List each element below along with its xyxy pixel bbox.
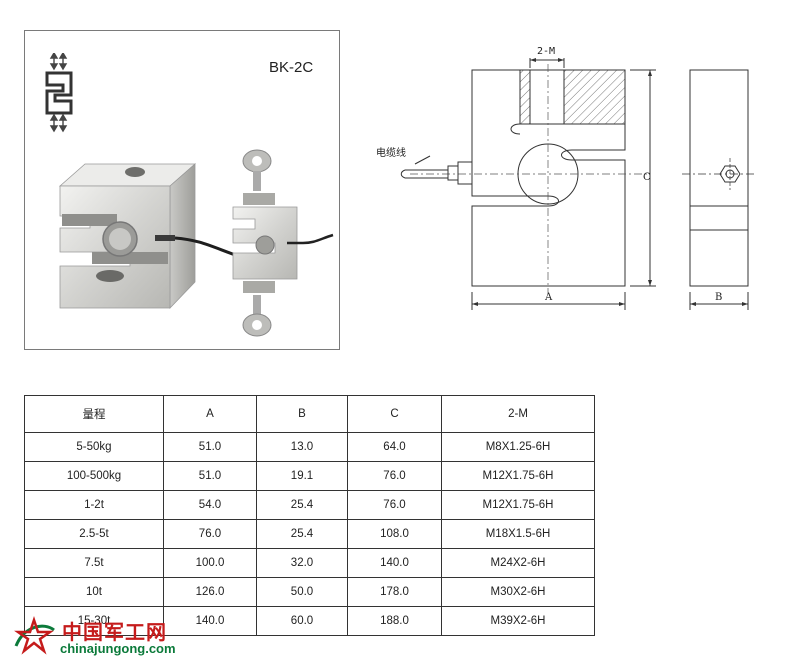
cell-c: 76.0: [347, 461, 442, 491]
cell-range: 10t: [24, 577, 164, 607]
cell-b: 25.4: [256, 490, 348, 520]
model-label: BK-2C: [269, 59, 314, 76]
cell-c: 64.0: [347, 432, 442, 462]
table-row: 2.5-5t 76.0 25.4 108.0 M18X1.5-6H: [24, 519, 595, 549]
load-cell-photo: [58, 163, 239, 309]
cell-a: 126.0: [163, 577, 257, 607]
thickness-dimension-label: B: [715, 292, 722, 303]
cell-range: 100-500kg: [24, 461, 164, 491]
site-watermark: 中国军工网 chinajungong.com: [10, 612, 180, 660]
thread-dimension-label: 2-M: [537, 46, 555, 57]
s-type-load-icon: [45, 53, 73, 133]
cell-b: 32.0: [256, 548, 348, 578]
cell-b: 60.0: [256, 606, 348, 636]
cell-thread: M12X1.75-6H: [441, 490, 595, 520]
table-row: 7.5t 100.0 32.0 140.0 M24X2-6H: [24, 548, 595, 578]
product-photo-panel: BK-2C: [24, 30, 340, 350]
cell-thread: M8X1.25-6H: [441, 432, 595, 462]
cell-a: 140.0: [163, 606, 257, 636]
cell-a: 100.0: [163, 548, 257, 578]
cell-b: 13.0: [256, 432, 348, 462]
width-dimension-label: A: [544, 292, 553, 303]
watermark-url: chinajungong.com: [60, 641, 176, 656]
cell-c: 188.0: [347, 606, 442, 636]
table-row: 5-50kg 51.0 13.0 64.0 M8X1.25-6H: [24, 432, 595, 462]
cell-a: 51.0: [163, 432, 257, 462]
cell-thread: M39X2-6H: [441, 606, 595, 636]
table-row: 15-30t 140.0 60.0 188.0 M39X2-6H: [24, 606, 595, 636]
height-dimension-label: C: [643, 172, 651, 183]
cell-thread: M12X1.75-6H: [441, 461, 595, 491]
cell-a: 76.0: [163, 519, 257, 549]
watermark-chinese-text: 中国军工网: [62, 620, 167, 644]
cell-c: 108.0: [347, 519, 442, 549]
cell-c: 76.0: [347, 490, 442, 520]
load-cell-with-rod-ends-photo: [232, 149, 334, 337]
spec-table: 量程 A B C 2-M 5-50kg 51.0 13.0 64.0 M8X1.…: [24, 395, 595, 636]
cell-b: 25.4: [256, 519, 348, 549]
header-thread: 2-M: [441, 395, 595, 433]
cell-range: 2.5-5t: [24, 519, 164, 549]
cell-range: 5-50kg: [24, 432, 164, 462]
table-row: 100-500kg 51.0 19.1 76.0 M12X1.75-6H: [24, 461, 595, 491]
header-range: 量程: [24, 395, 164, 433]
table-row: 1-2t 54.0 25.4 76.0 M12X1.75-6H: [24, 490, 595, 520]
cell-range: 7.5t: [24, 548, 164, 578]
table-row: 10t 126.0 50.0 178.0 M30X2-6H: [24, 577, 595, 607]
cell-thread: M18X1.5-6H: [441, 519, 595, 549]
header-c: C: [347, 395, 442, 433]
header-a: A: [163, 395, 257, 433]
cell-a: 54.0: [163, 490, 257, 520]
spec-header-row: 量程 A B C 2-M: [24, 395, 595, 433]
cell-b: 50.0: [256, 577, 348, 607]
cell-a: 51.0: [163, 461, 257, 491]
header-b: B: [256, 395, 348, 433]
cell-c: 140.0: [347, 548, 442, 578]
cell-c: 178.0: [347, 577, 442, 607]
cable-label: 电缆线: [376, 146, 406, 159]
cell-b: 19.1: [256, 461, 348, 491]
cell-range: 1-2t: [24, 490, 164, 520]
cell-thread: M24X2-6H: [441, 548, 595, 578]
star-logo-icon: [14, 616, 55, 655]
dimension-drawing: 2-M A C B 电缆线: [376, 46, 756, 310]
cell-thread: M30X2-6H: [441, 577, 595, 607]
